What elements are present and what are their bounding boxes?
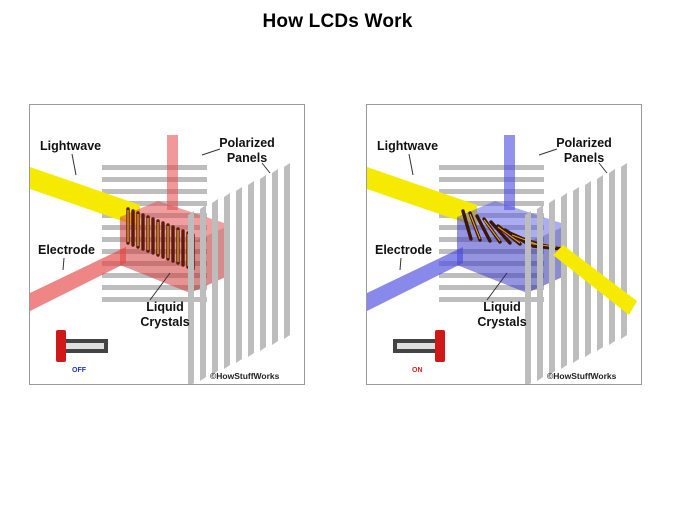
light-beam	[30, 167, 140, 227]
front-polarizer-panel	[188, 163, 290, 384]
switch-state-off: OFF	[72, 367, 86, 374]
electrode-beam-vertical	[167, 135, 178, 210]
electrode-beam	[30, 247, 126, 311]
label-liquid-crystals: Liquid Crystals	[140, 300, 190, 329]
front-polarizer-panel	[525, 163, 627, 384]
label-electrode: Electrode	[375, 243, 432, 257]
liquid-leader	[149, 272, 171, 301]
electrode-leader	[399, 257, 402, 271]
polarized-leader-2	[598, 162, 608, 174]
light-beam-exit	[553, 245, 637, 315]
polarized-leader-1	[538, 148, 558, 156]
switch-state-on: ON	[412, 367, 423, 374]
brand-credit: ©HowStuffWorks	[547, 371, 617, 381]
polarized-leader-1	[201, 148, 221, 156]
switch-off-icon	[56, 330, 108, 362]
label-electrode: Electrode	[38, 243, 95, 257]
label-polarized-panels: Polarized Panels	[556, 136, 612, 165]
polarized-leader-2	[261, 162, 271, 174]
brand-credit: ©HowStuffWorks	[210, 371, 280, 381]
label-lightwave: Lightwave	[40, 139, 102, 153]
electrode-beam	[367, 247, 463, 311]
lcd-on-illustration	[367, 135, 637, 384]
lcd-off-illustration	[30, 135, 290, 384]
switch-on-icon	[393, 330, 445, 362]
electrode-beam-vertical	[504, 135, 515, 210]
lcd-diagram-on: Lightwave Polarized Panels Electrode Liq…	[366, 104, 642, 385]
label-polarized-panels: Polarized Panels	[219, 136, 275, 165]
slide-title: How LCDs Work	[262, 11, 413, 32]
lcd-diagram-off: Lightwave Polarized Panels Electrode Liq…	[29, 104, 305, 385]
light-beam	[367, 167, 477, 227]
electrode-leader	[62, 257, 65, 271]
label-liquid-crystals: Liquid Crystals	[477, 300, 527, 329]
liquid-leader	[486, 272, 508, 301]
lightwave-leader	[71, 153, 77, 176]
lightwave-leader	[408, 153, 414, 176]
label-lightwave: Lightwave	[377, 139, 439, 153]
